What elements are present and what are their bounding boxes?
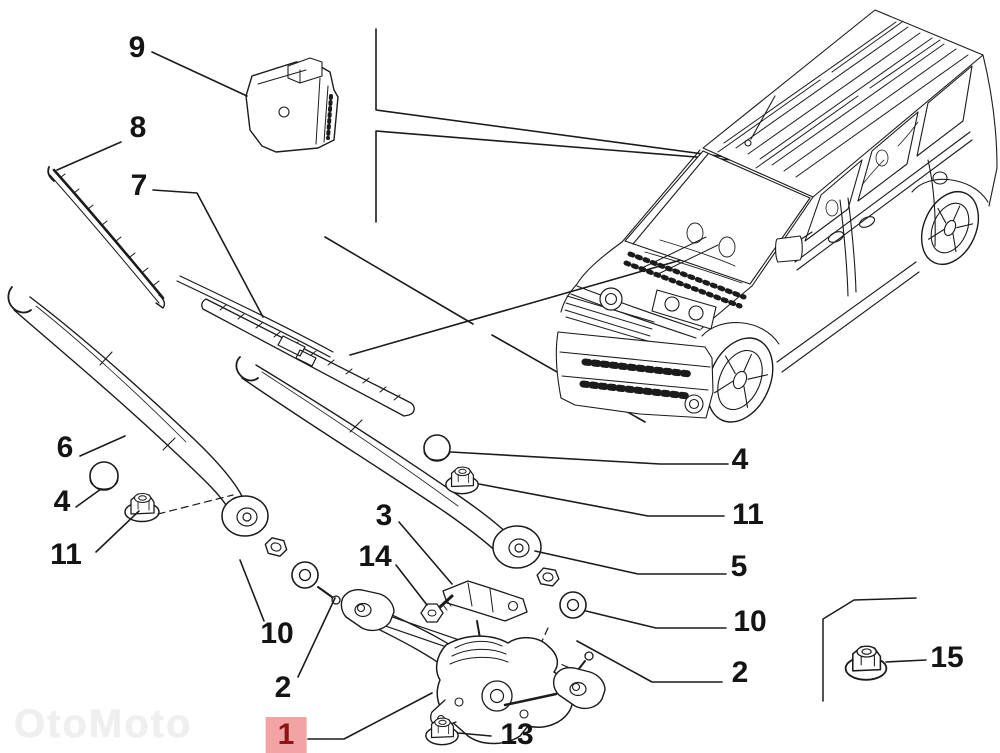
mounting-bolt <box>420 594 454 623</box>
brand-badge <box>599 287 623 311</box>
headlight-lens2 <box>688 305 704 321</box>
wiper-arm-right <box>235 356 542 569</box>
part-callout-11: 11 <box>50 538 82 571</box>
side-window-interior <box>825 121 919 217</box>
cowl-vent-row <box>627 251 747 300</box>
rear-edge <box>982 54 998 207</box>
part-callout-7: 7 <box>130 169 148 202</box>
part-callout-5: 5 <box>730 550 748 583</box>
part-callout-2: 2 <box>731 656 749 689</box>
watermark: OtoMoto <box>14 702 193 746</box>
b-pillar <box>839 197 857 297</box>
side-molding <box>794 131 973 271</box>
rear-wheel <box>920 191 980 265</box>
fuel-cap <box>932 171 948 185</box>
part-callout-10: 10 <box>733 605 767 638</box>
part-callout-4: 4 <box>53 485 71 518</box>
windshield-target-dot <box>744 139 752 147</box>
fog-light-inner <box>688 398 700 410</box>
part-callout-2: 2 <box>274 671 292 704</box>
headlight-right <box>651 289 717 330</box>
ball-stud-right <box>577 651 594 671</box>
mirror-arm <box>799 231 813 241</box>
detail-bracket-15 <box>822 597 917 702</box>
flange-nut-right <box>445 466 479 495</box>
control-module <box>245 57 339 153</box>
part-callout-1: 1 <box>265 717 307 753</box>
part-callout-6: 6 <box>56 431 74 464</box>
cowl-vent-row2 <box>623 260 743 309</box>
part-callout-13: 13 <box>500 718 534 751</box>
flange-nut-left <box>124 492 160 523</box>
door-mirror <box>775 235 803 263</box>
part-callout-14: 14 <box>358 540 392 573</box>
hex-nut-right <box>535 566 561 588</box>
part-callout-11: 11 <box>732 498 764 531</box>
bumper-intake <box>581 358 694 378</box>
washer-right <box>559 591 587 619</box>
wiper-blade-8 <box>47 166 166 309</box>
hex-nut-left <box>262 535 290 559</box>
cowl-wipers <box>641 236 719 277</box>
door-handle-slider <box>858 216 876 228</box>
roof-ribs <box>717 21 969 178</box>
fog-light <box>684 394 704 414</box>
part-callout-4: 4 <box>731 443 749 476</box>
bumper-creases <box>559 351 711 391</box>
front-wheel-arch <box>701 322 780 345</box>
rocker-sill <box>776 261 920 373</box>
part-callout-8: 8 <box>129 111 147 144</box>
side-window-rear <box>916 65 973 157</box>
wiper-blade-7 <box>176 275 415 417</box>
windshield-target-line <box>750 95 776 140</box>
wiper-arm-left <box>7 286 269 537</box>
brand-badge-inner <box>604 292 618 306</box>
flange-nut-15 <box>844 645 888 681</box>
door-handle-front <box>827 231 845 243</box>
part-callout-10: 10 <box>260 617 294 650</box>
slider-door-seam <box>927 159 936 247</box>
leader-lines <box>56 51 927 740</box>
pivot-cap-left <box>89 461 119 491</box>
headlight-lens <box>664 296 680 312</box>
ball-stud-left <box>317 586 341 605</box>
front-wheel <box>706 337 774 423</box>
part-callout-15: 15 <box>930 641 964 674</box>
part-callout-9: 9 <box>128 31 146 64</box>
bumper-intake2 <box>579 380 692 400</box>
van-illustration <box>555 9 998 423</box>
windshield <box>624 150 811 285</box>
part-callout-3: 3 <box>375 499 393 532</box>
pivot-cap-right <box>423 434 451 462</box>
washer-left <box>291 561 319 589</box>
hood <box>560 241 753 339</box>
rear-wheel-arch <box>911 178 989 203</box>
